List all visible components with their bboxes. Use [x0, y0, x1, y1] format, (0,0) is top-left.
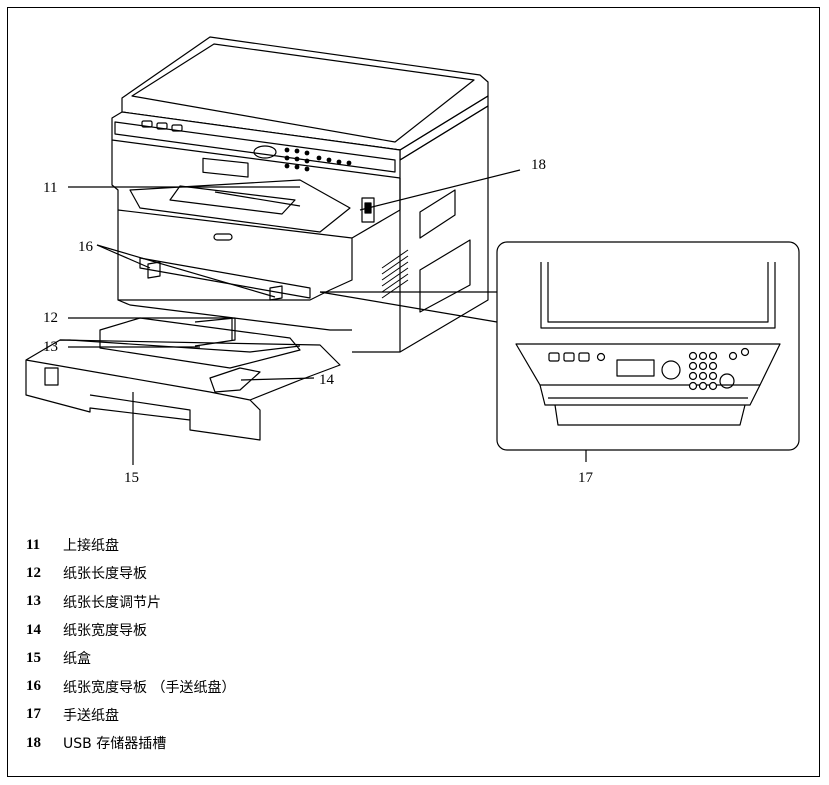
callout-15: 15	[124, 470, 139, 486]
legend-text: 纸盒	[63, 651, 91, 668]
printer-body	[111, 105, 489, 353]
callout-17: 17	[578, 470, 593, 486]
legend-number: 11	[26, 536, 41, 553]
legend-text: 纸张长度导板	[63, 566, 147, 583]
callout-12: 12	[43, 310, 58, 326]
legend-item: 17 手送纸盘	[26, 701, 235, 729]
legend-number: 12	[26, 564, 41, 581]
legend-text: 上接纸盘	[63, 538, 119, 555]
legend-item: 16 纸张宽度导板 （手送纸盘）	[26, 672, 235, 700]
legend-number: 16	[26, 678, 41, 695]
legend-text: 纸张宽度导板 （手送纸盘）	[63, 679, 236, 696]
legend-item: 15 纸盒	[26, 644, 235, 672]
document-frame	[7, 7, 820, 777]
legend-text: 纸张宽度导板	[63, 623, 147, 640]
callout-18: 18	[531, 157, 546, 173]
legend-number: 17	[26, 706, 41, 723]
legend-item: 13 纸张长度调节片	[26, 588, 235, 616]
legend-number: 14	[26, 621, 41, 638]
legend-item: 12 纸张长度导板	[26, 559, 235, 587]
legend-item: 11 上接纸盘	[26, 531, 235, 559]
callout-11: 11	[43, 180, 58, 196]
legend-text: 纸张长度调节片	[63, 594, 161, 611]
callout-14: 14	[319, 372, 334, 388]
legend-text: 手送纸盘	[63, 707, 119, 724]
legend-text: USB 存储器插槽	[63, 736, 167, 753]
legend-number: 13	[26, 593, 41, 610]
legend-number: 18	[26, 734, 41, 751]
legend-item: 14 纸张宽度导板	[26, 616, 235, 644]
legend-number: 15	[26, 649, 41, 666]
callout-13: 13	[43, 339, 58, 355]
callout-16: 16	[78, 239, 93, 255]
legend-item: 18 USB 存储器插槽	[26, 729, 235, 757]
leader-lines	[68, 169, 587, 465]
parts-legend: 11 上接纸盘 12 纸张长度导板 13 纸张长度调节片 14 纸张宽度导板 1…	[26, 531, 235, 757]
inset-detail	[496, 241, 800, 451]
paper-cassette	[25, 317, 341, 441]
